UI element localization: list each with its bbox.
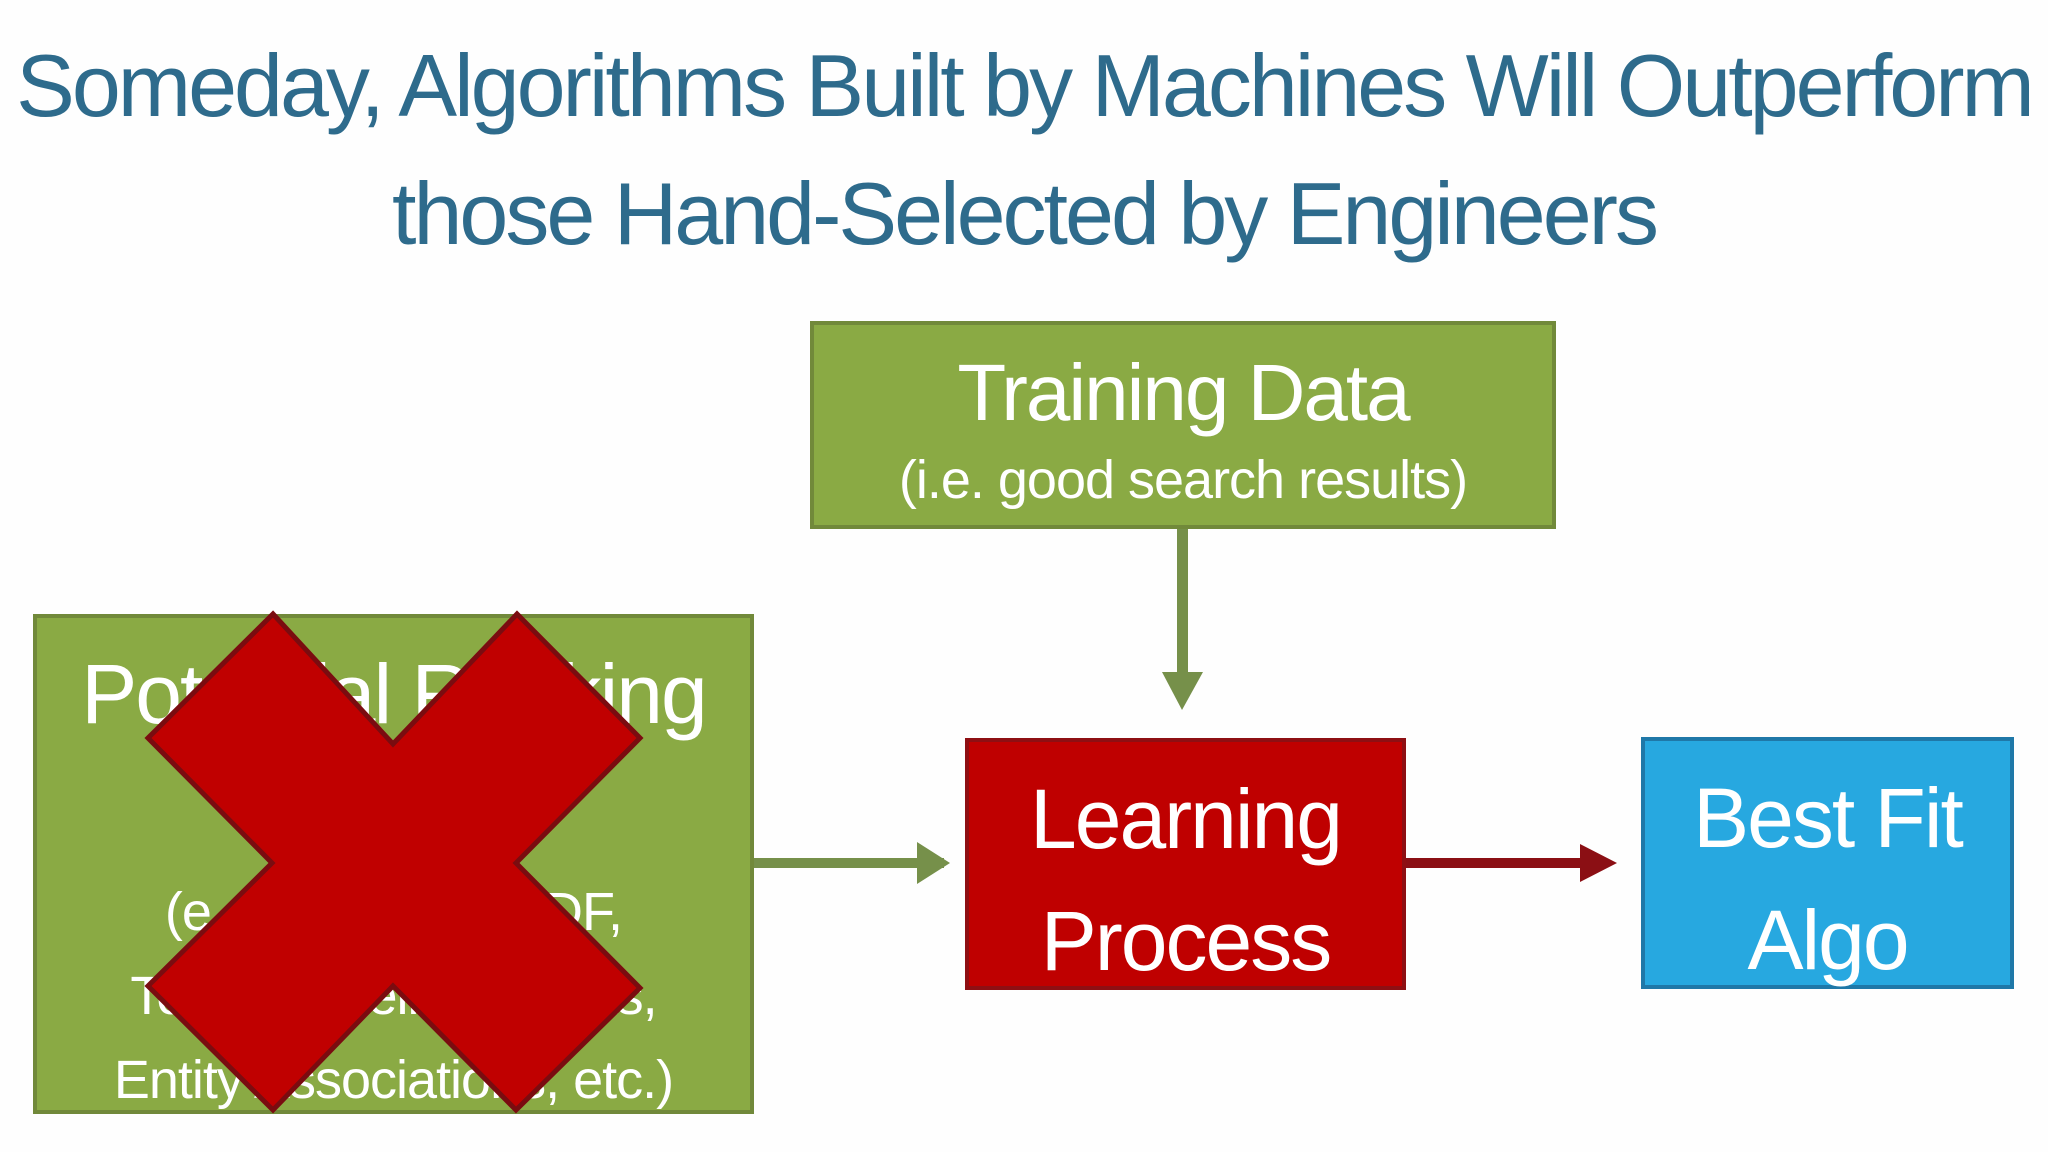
learning-process-line-1: Learning xyxy=(1030,772,1343,866)
arrow-icon-training-to-learning xyxy=(1162,529,1203,710)
potential-ranking-examples: (e.g. BM25, TF*IDF, Topic Modeling, Clic… xyxy=(37,870,750,1122)
potential-ranking-example-line: Entity Associations, etc.) xyxy=(113,1050,674,1110)
best-fit-algo-label: Best Fit Algo xyxy=(1645,757,2010,1001)
arrow-icon-learning-to-bestfit xyxy=(1406,844,1617,882)
best-fit-line-1: Best Fit xyxy=(1693,771,1964,865)
potential-ranking-box: Potential Ranking (e.g. BM25, TF*IDF, To… xyxy=(33,614,754,1114)
learning-process-label: Learning Process xyxy=(969,758,1402,1002)
arrow-icon-potential-to-learning xyxy=(754,842,950,884)
learning-process-box: Learning Process xyxy=(965,738,1406,990)
potential-ranking-example-line: Topic Modeling, Clicks, xyxy=(130,966,657,1026)
training-data-box: Training Data (i.e. good search results) xyxy=(810,321,1556,529)
best-fit-line-2: Algo xyxy=(1747,893,1909,987)
potential-ranking-label: Potential Ranking xyxy=(81,647,707,741)
best-fit-algo-box: Best Fit Algo xyxy=(1641,737,2014,989)
training-data-label: Training Data xyxy=(957,348,1410,437)
training-data-sub: (i.e. good search results) xyxy=(898,450,1468,510)
slide-title: Someday, Algorithms Built by Machines Wi… xyxy=(0,22,2048,278)
learning-process-line-2: Process xyxy=(1040,894,1332,988)
title-line-2: those Hand-Selected by Engineers xyxy=(392,164,1659,263)
title-line-1: Someday, Algorithms Built by Machines Wi… xyxy=(16,36,2035,135)
potential-ranking-example-line: (e.g. BM25, TF*IDF, xyxy=(164,882,623,942)
